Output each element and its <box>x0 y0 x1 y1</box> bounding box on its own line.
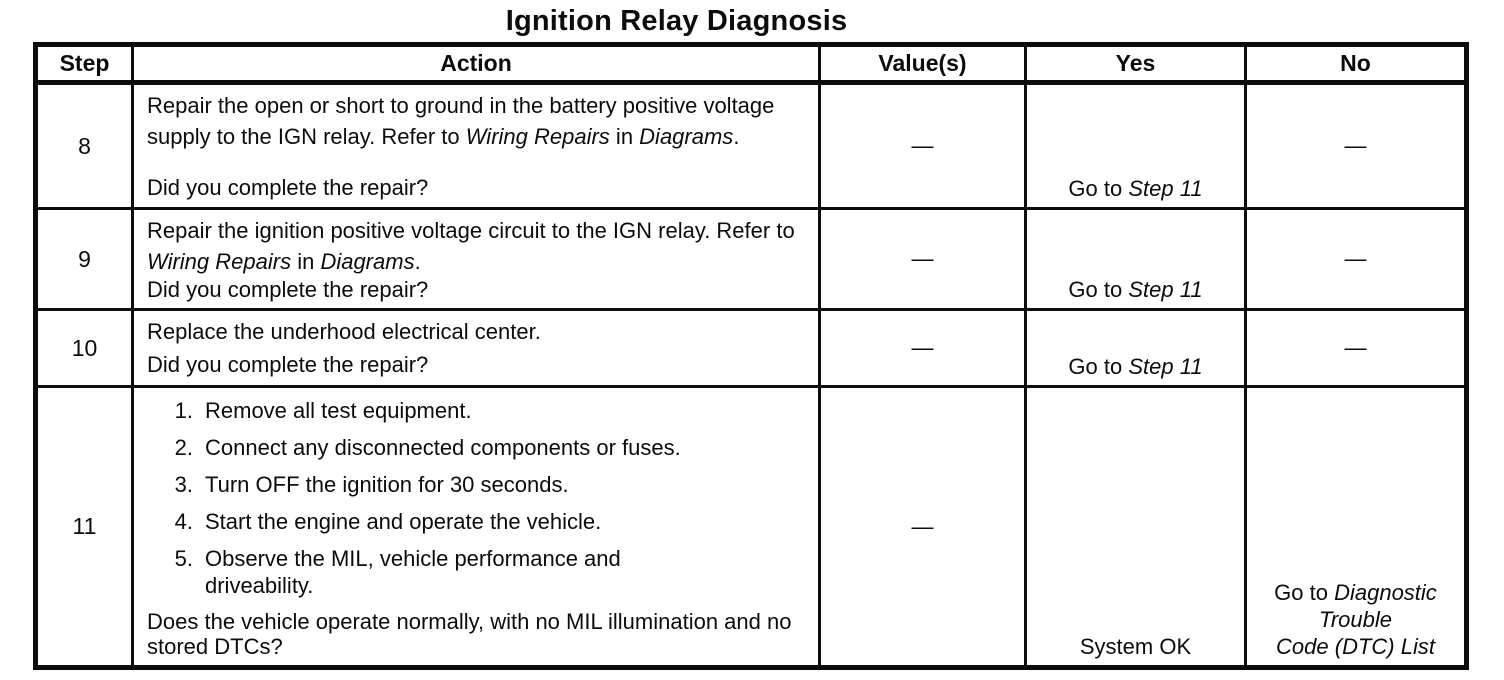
no-cell: — <box>1244 81 1468 210</box>
action-paragraph: Replace the underhood electrical center. <box>147 319 541 344</box>
yes-cell: Go to Step 11 <box>1024 81 1247 210</box>
action-content: 1. Remove all test equipment. 2. Connect an… <box>147 391 808 661</box>
value-cell: — <box>818 385 1027 669</box>
table-body: 8 Repair the open or short to ground in … <box>34 81 1468 669</box>
action-cell: 1. Remove all test equipment. 2. Connect an… <box>131 385 821 669</box>
column-header-values: Value(s) <box>818 43 1027 85</box>
list-item-text: Remove all test equipment. <box>205 398 472 423</box>
numbered-list-item: 1. Remove all test equipment. <box>147 397 808 424</box>
list-item-text: Connect any disconnected components or f… <box>205 435 681 460</box>
list-item-number: 4. <box>174 509 193 534</box>
header-row: Step Action Value(s) Yes No <box>34 43 1468 85</box>
step-cell: 8 <box>34 81 134 210</box>
action-paragraph: Repair the open or short to ground in th… <box>147 93 775 149</box>
numbered-list-item: 4. Start the engine and operate the vehic… <box>147 508 808 535</box>
value-cell: — <box>818 81 1027 210</box>
list-item-text: Start the engine and operate the vehicle… <box>205 509 602 534</box>
action-cell: Repair the ignition positive voltage cir… <box>131 207 821 311</box>
no-cell: — <box>1244 207 1468 311</box>
action-paragraph: Repair the ignition positive voltage cir… <box>147 218 795 274</box>
table-row: 11 1. Remove all test equipment. 2. Connect… <box>34 385 1468 669</box>
table-row: 9 Repair the ignition positive voltage c… <box>34 207 1468 311</box>
column-header-action: Action <box>131 43 821 85</box>
action-cell: Repair the open or short to ground in th… <box>131 81 821 210</box>
list-item-number: 1. <box>174 398 193 423</box>
column-header-step: Step <box>34 43 134 85</box>
value-cell: — <box>818 207 1027 311</box>
column-header-no: No <box>1244 43 1468 85</box>
action-question: Does the vehicle operate normally, with … <box>147 609 792 659</box>
action-content: Repair the ignition positive voltage cir… <box>147 213 808 304</box>
table-row: 10 Replace the underhood electrical cent… <box>34 308 1468 388</box>
yes-cell: Go to Step 11 <box>1024 308 1247 388</box>
action-cell: Replace the underhood electrical center.… <box>131 308 821 388</box>
action-question: Did you complete the repair? <box>147 352 429 377</box>
value-cell: — <box>818 308 1027 388</box>
numbered-list-item: 5. Observe the MIL, vehicle performance a… <box>147 545 808 599</box>
action-content: Replace the underhood electrical center.… <box>147 314 808 379</box>
list-item-text: Turn OFF the ignition for 30 seconds. <box>205 472 569 497</box>
step-cell: 9 <box>34 207 134 311</box>
numbered-list-item: 2. Connect any disconnected components or… <box>147 434 808 461</box>
list-item-number: 5. <box>174 546 193 571</box>
list-item-text: Observe the MIL, vehicle performance and… <box>205 546 621 598</box>
list-item-number: 3. <box>174 472 193 497</box>
yes-cell: Go to Step 11 <box>1024 207 1247 311</box>
step-cell: 11 <box>34 385 134 669</box>
action-question: Did you complete the repair? <box>147 277 429 302</box>
list-item-number: 2. <box>174 435 193 460</box>
numbered-list-item: 3. Turn OFF the ignition for 30 seconds. <box>147 471 808 498</box>
table-header: Step Action Value(s) Yes No <box>34 43 1468 85</box>
action-question: Did you complete the repair? <box>147 175 429 200</box>
diagnosis-table: Step Action Value(s) Yes No 8 Repair the… <box>33 42 1469 670</box>
table-row: 8 Repair the open or short to ground in … <box>34 81 1468 210</box>
yes-cell: System OK <box>1024 385 1247 669</box>
step-cell: 10 <box>34 308 134 388</box>
action-content: Repair the open or short to ground in th… <box>147 88 808 202</box>
no-cell: — <box>1244 308 1468 388</box>
action-numbered-list: 1. Remove all test equipment. 2. Connect an… <box>147 397 808 609</box>
page-title: Ignition Relay Diagnosis <box>505 5 848 37</box>
column-header-yes: Yes <box>1024 43 1247 85</box>
